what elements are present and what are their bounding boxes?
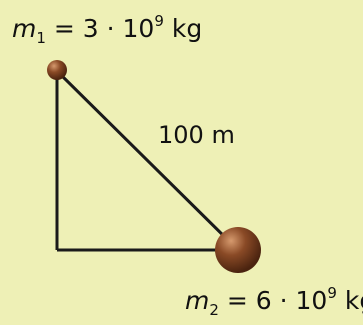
mass1-times: · [106, 14, 115, 43]
mass1-label: m1 = 3 · 109 kg [12, 14, 203, 46]
mass2-label: m2 = 6 · 109 kg [185, 286, 363, 318]
mass1-symbol: m [12, 14, 37, 43]
mass1-coefficient: 3 [82, 14, 99, 43]
mass2-times: · [279, 286, 288, 315]
mass2-unit: kg [344, 286, 363, 315]
mass2-subscript: 2 [209, 301, 219, 319]
mass2-exponent: 9 [327, 284, 337, 302]
mass2-sphere [215, 227, 261, 273]
mass1-exponent: 9 [154, 12, 164, 30]
mass1-subscript: 1 [36, 29, 46, 47]
mass1-unit: kg [171, 14, 203, 43]
mass2-base: 10 [295, 286, 328, 315]
mass1-equals: = [53, 14, 75, 43]
mass2-symbol: m [185, 286, 210, 315]
mass1-sphere [47, 60, 67, 80]
hypotenuse-distance-line [55, 69, 240, 252]
mass1-base: 10 [122, 14, 155, 43]
distance-label: 100 m [158, 121, 235, 149]
mass2-equals: = [226, 286, 248, 315]
mass2-coefficient: 6 [255, 286, 272, 315]
